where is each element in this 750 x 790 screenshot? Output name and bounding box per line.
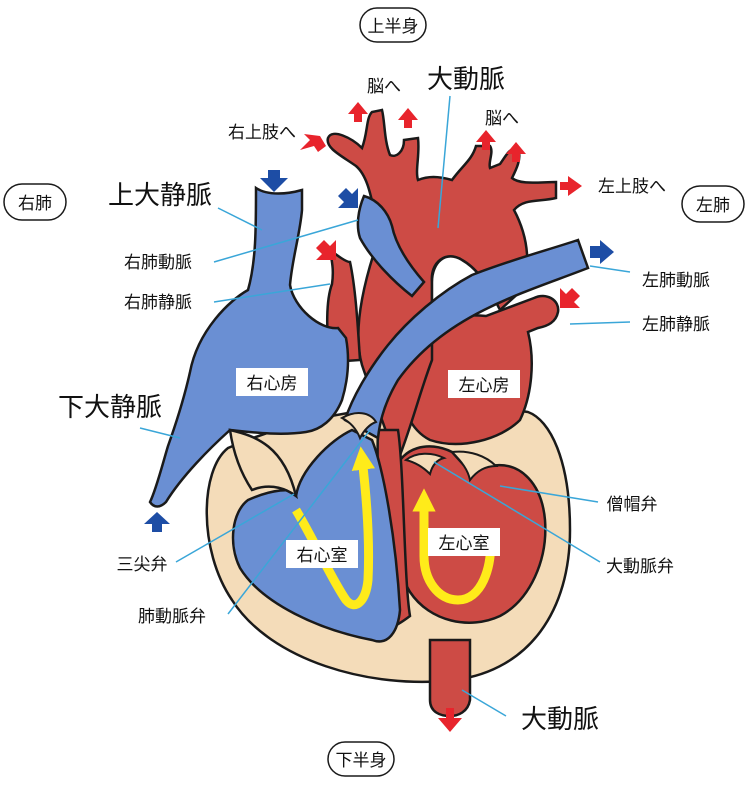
aorta-top-label: 大動脈 <box>427 65 505 95</box>
lower-body-pill <box>327 741 395 777</box>
inferior-vena-cava-label: 下大静脈 <box>58 393 162 423</box>
chamber-labels: 右心房 左心房 右心室 左心室 <box>236 368 520 568</box>
mitral-valve-label: 僧帽弁 <box>607 495 658 515</box>
structure-labels: 大動脈 脳へ 脳へ 右上肢へ 左上肢へ 上大静脈 右肺動脈 右肺静脈 左肺動脈 … <box>58 65 710 735</box>
lpa-outflow-arrow <box>590 240 614 264</box>
superior-vena-cava-label: 上大静脈 <box>108 181 212 211</box>
right-ventricle-shape <box>231 428 402 643</box>
to-brain-left-label: 脳へ <box>367 77 401 97</box>
pulmonary-valve <box>339 412 378 441</box>
to-brain-arrow-3 <box>476 130 496 150</box>
left-atrium-label: 左心房 <box>459 376 510 396</box>
to-brain-arrow-2 <box>398 108 418 128</box>
right-atrium-box <box>236 368 308 396</box>
right-pulmonary-artery-label: 右肺動脈 <box>124 253 192 273</box>
lower-body-label: 下半身 <box>336 751 387 771</box>
svc-inflow-arrow <box>260 170 288 192</box>
right-pulmonary-artery <box>356 194 426 298</box>
left-lung-label: 左肺 <box>696 196 730 216</box>
to-brain-arrow-1 <box>348 102 368 122</box>
descending-aorta-arrow <box>438 708 462 732</box>
aortic-valve-label: 大動脈弁 <box>606 557 674 577</box>
left-atrium-box <box>448 370 520 398</box>
to-left-arm-arrow <box>560 176 582 196</box>
pulmonary-artery <box>343 238 590 440</box>
to-brain-arrow-4 <box>506 142 526 162</box>
to-right-arm-arrow <box>300 134 326 152</box>
right-lung-pill <box>3 183 67 221</box>
right-pulmonary-vein-label: 右肺静脈 <box>124 293 192 313</box>
right-lung-label: 右肺 <box>18 194 52 214</box>
to-brain-right-label: 脳へ <box>485 109 519 129</box>
left-lung-pill <box>681 185 745 223</box>
to-right-arm-label: 右上肢へ <box>228 123 296 143</box>
leader-lines <box>139 95 631 717</box>
vena-cava-right-atrium <box>148 185 350 508</box>
left-pulmonary-vein-label: 左肺静脈 <box>642 315 710 335</box>
upper-body-label: 上半身 <box>368 17 419 37</box>
ivc-inflow-arrow <box>144 512 170 532</box>
lpv-inflow-arrow <box>560 288 580 308</box>
descending-aorta <box>428 638 472 718</box>
left-pulmonary-artery-label: 左肺動脈 <box>642 271 710 291</box>
left-ventricle-box <box>428 528 500 556</box>
pulmonary-valve-label: 肺動脈弁 <box>138 607 206 627</box>
upper-body-pill <box>359 7 427 43</box>
left-ventricle-label: 左心室 <box>439 534 490 554</box>
rpa-outflow-arrow <box>338 188 358 208</box>
left-ventricle-flow-arrow <box>412 488 496 605</box>
right-ventricle-box <box>286 540 358 568</box>
tricuspid-valve-label: 三尖弁 <box>117 555 168 575</box>
to-left-arm-label: 左上肢へ <box>598 177 666 197</box>
rpv-inflow-arrow <box>316 240 336 260</box>
region-pills: 上半身 下半身 右肺 左肺 <box>3 7 745 777</box>
tricuspid-valve <box>228 428 299 500</box>
mitral-valve <box>449 450 499 483</box>
blood-direction-arrows <box>144 102 614 732</box>
right-atrium-label: 右心房 <box>247 374 298 394</box>
aortic-valve <box>403 452 447 476</box>
aorta-bottom-label: 大動脈 <box>521 705 599 735</box>
right-ventricle-label: 右心室 <box>297 546 348 566</box>
